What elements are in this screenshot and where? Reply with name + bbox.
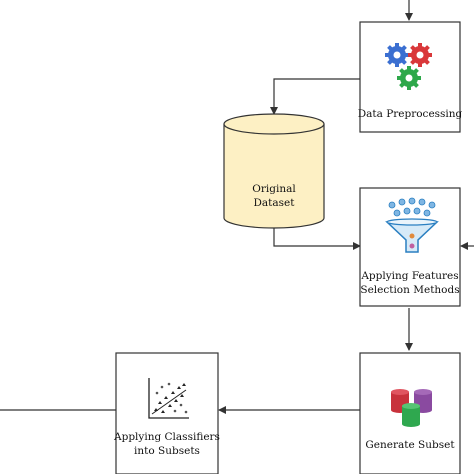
arrow-preprocessing-to-dataset <box>270 78 360 115</box>
database-cylinders-icon <box>391 389 432 427</box>
dataset-label-line1: Original <box>252 183 296 195</box>
feature-selection-label-line2: Selection Methods <box>360 284 459 296</box>
arrow-dataset-to-feature-selection <box>273 228 361 250</box>
node-generate-subset: Generate Subset <box>359 352 461 474</box>
preprocessing-label: Data Preprocessing <box>358 108 463 120</box>
classifiers-label-line1: Applying Classifiers <box>113 431 220 443</box>
feature-selection-label-line1: Applying Features <box>360 270 458 282</box>
connectors <box>0 0 474 414</box>
node-applying-classifiers: Applying Classifiers into Subsets <box>113 352 220 474</box>
node-original-dataset: Original Dataset <box>223 113 325 229</box>
scatter-plot-icon <box>148 378 189 419</box>
gears-icon <box>385 43 432 90</box>
subset-label: Generate Subset <box>365 439 455 451</box>
classifiers-label-line2: into Subsets <box>134 445 200 457</box>
dataset-label-line2: Dataset <box>254 197 296 209</box>
funnel-icon <box>385 197 439 253</box>
node-feature-selection: Applying Features Selection Methods <box>359 187 461 307</box>
node-data-preprocessing: Data Preprocessing <box>358 21 463 133</box>
